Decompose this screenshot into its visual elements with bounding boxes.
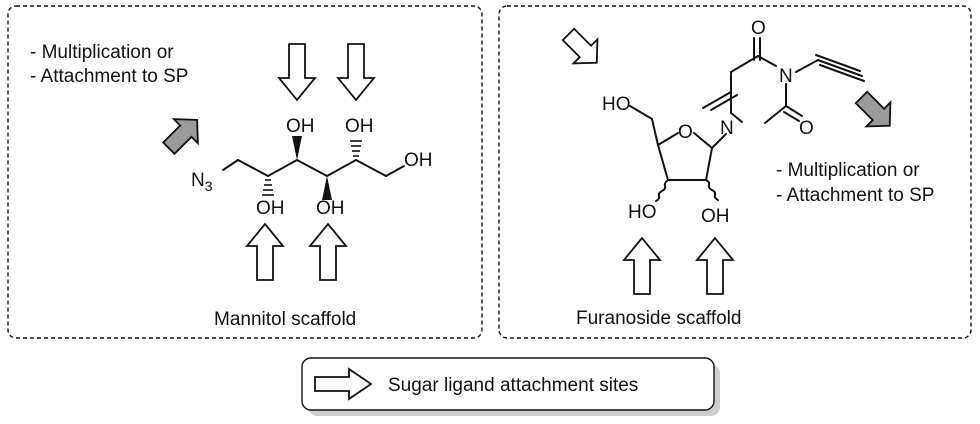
furanoside-panel: HO O N N O O HO OH - Multiplication or -…: [498, 5, 972, 339]
oh-label-c3: OH: [286, 116, 315, 137]
mannitol-grey-arrow: [161, 118, 199, 156]
n1-label: N: [720, 118, 734, 139]
n3-label: N: [779, 66, 793, 87]
oh-label-c2: OH: [256, 198, 285, 219]
oh-label-c5: OH: [345, 116, 374, 137]
legend: Sugar ligand attachment sites: [301, 357, 720, 416]
furanoside-note-attachment: - Attachment to SP: [776, 185, 934, 206]
legend-label: Sugar ligand attachment sites: [388, 375, 638, 396]
mannitol-note-multiplication: - Multiplication or: [30, 42, 174, 63]
furanoside-panel-border: [498, 5, 972, 339]
furanoside-note-multiplication: - Multiplication or: [776, 160, 920, 181]
furanoside-grey-arrow: [854, 90, 892, 128]
carbonyl-o-top-label: O: [751, 18, 766, 39]
legend-arrow-icon: [314, 367, 373, 401]
furanoside-structure: HO O N N O O HO OH: [602, 18, 865, 227]
oh-label-c4: OH: [316, 198, 345, 219]
mannitol-panel: - Multiplication or - Attachment to SP: [7, 5, 483, 339]
azide-label: N3: [191, 170, 213, 194]
attachment-arrow-top-2: [336, 43, 376, 102]
attachment-arrow-bottom-3: [622, 236, 662, 295]
attachment-arrow-diagonal: [561, 27, 599, 65]
ho-label-top: HO: [602, 94, 631, 115]
carbonyl-o-right-label: O: [799, 118, 814, 139]
mannitol-note-attachment: - Attachment to SP: [30, 66, 188, 87]
attachment-arrow-bottom-2: [308, 222, 348, 281]
mannitol-caption: Mannitol scaffold: [214, 309, 356, 330]
mannitol-structure: N3 OH OH OH OH OH: [191, 116, 433, 219]
furanoside-caption: Furanoside scaffold: [576, 308, 741, 329]
oh-label-bottom: OH: [701, 206, 730, 227]
ho-label-bottom: HO: [628, 202, 657, 223]
ring-oxygen-label: O: [678, 122, 693, 143]
attachment-arrow-bottom-1: [245, 222, 285, 281]
attachment-arrow-top-1: [277, 43, 317, 102]
oh-label-c6: OH: [404, 150, 433, 171]
attachment-arrow-bottom-4: [695, 236, 735, 295]
legend-box: [301, 357, 715, 411]
